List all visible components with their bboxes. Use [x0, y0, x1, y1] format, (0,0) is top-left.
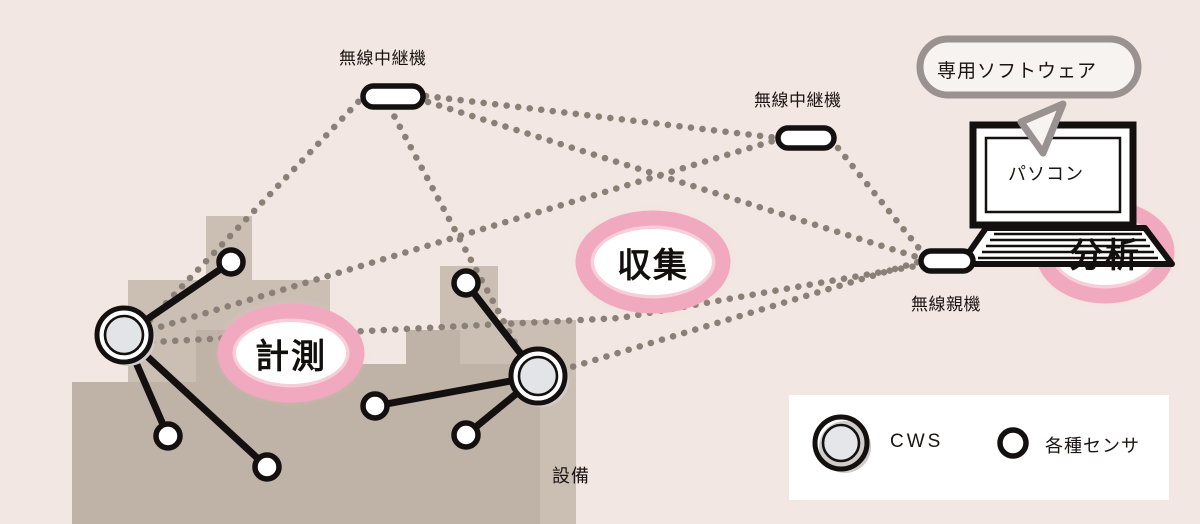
stage-label-measure: 計測 — [255, 336, 327, 377]
wireless-link — [388, 108, 524, 356]
label-relay-right: 無線中継機 — [754, 91, 842, 111]
sensor-node-icon — [451, 268, 481, 298]
stage-label-collect: 収集 — [617, 245, 689, 286]
stage-ring-collect — [575, 210, 731, 314]
sensor-node-icon — [451, 420, 481, 450]
sensor-node-icon — [153, 421, 183, 451]
relay-2-icon — [775, 125, 837, 151]
label-pc-screen: パソコン — [1008, 164, 1084, 185]
wireless-link — [558, 258, 922, 374]
laptop-icon — [958, 121, 1175, 267]
wireless-link — [146, 96, 364, 324]
software-bubble-shape — [916, 35, 1142, 157]
cws-node-icon — [508, 346, 569, 407]
cws-node-icon — [94, 305, 155, 366]
legend-label-sensor: 各種センサ — [1045, 436, 1140, 457]
legend-label-cws: CWS — [890, 431, 944, 452]
relay-1-icon — [360, 83, 426, 110]
sensor-node-icon — [360, 391, 390, 421]
sensor-node-icon — [252, 452, 282, 482]
label-facility: 設備 — [552, 466, 590, 487]
stage-label-analyze: 分析 — [1069, 235, 1141, 276]
stage-ring-measure — [217, 303, 365, 403]
label-relay-left: 無線中継機 — [339, 49, 427, 69]
label-software-bubble: 専用ソフトウェア — [937, 60, 1098, 82]
legend-sensor-icon — [997, 427, 1029, 459]
legend-box: CWS 各種センサ — [789, 395, 1169, 500]
wireless-link — [424, 98, 924, 262]
wireless-link — [422, 92, 782, 142]
legend-cws-icon — [812, 414, 871, 473]
wireless-link — [146, 136, 780, 334]
base-unit-icon — [918, 248, 976, 274]
wireless-link — [834, 144, 926, 256]
sensor-node-icon — [216, 247, 246, 277]
label-base-unit: 無線親機 — [911, 295, 981, 315]
